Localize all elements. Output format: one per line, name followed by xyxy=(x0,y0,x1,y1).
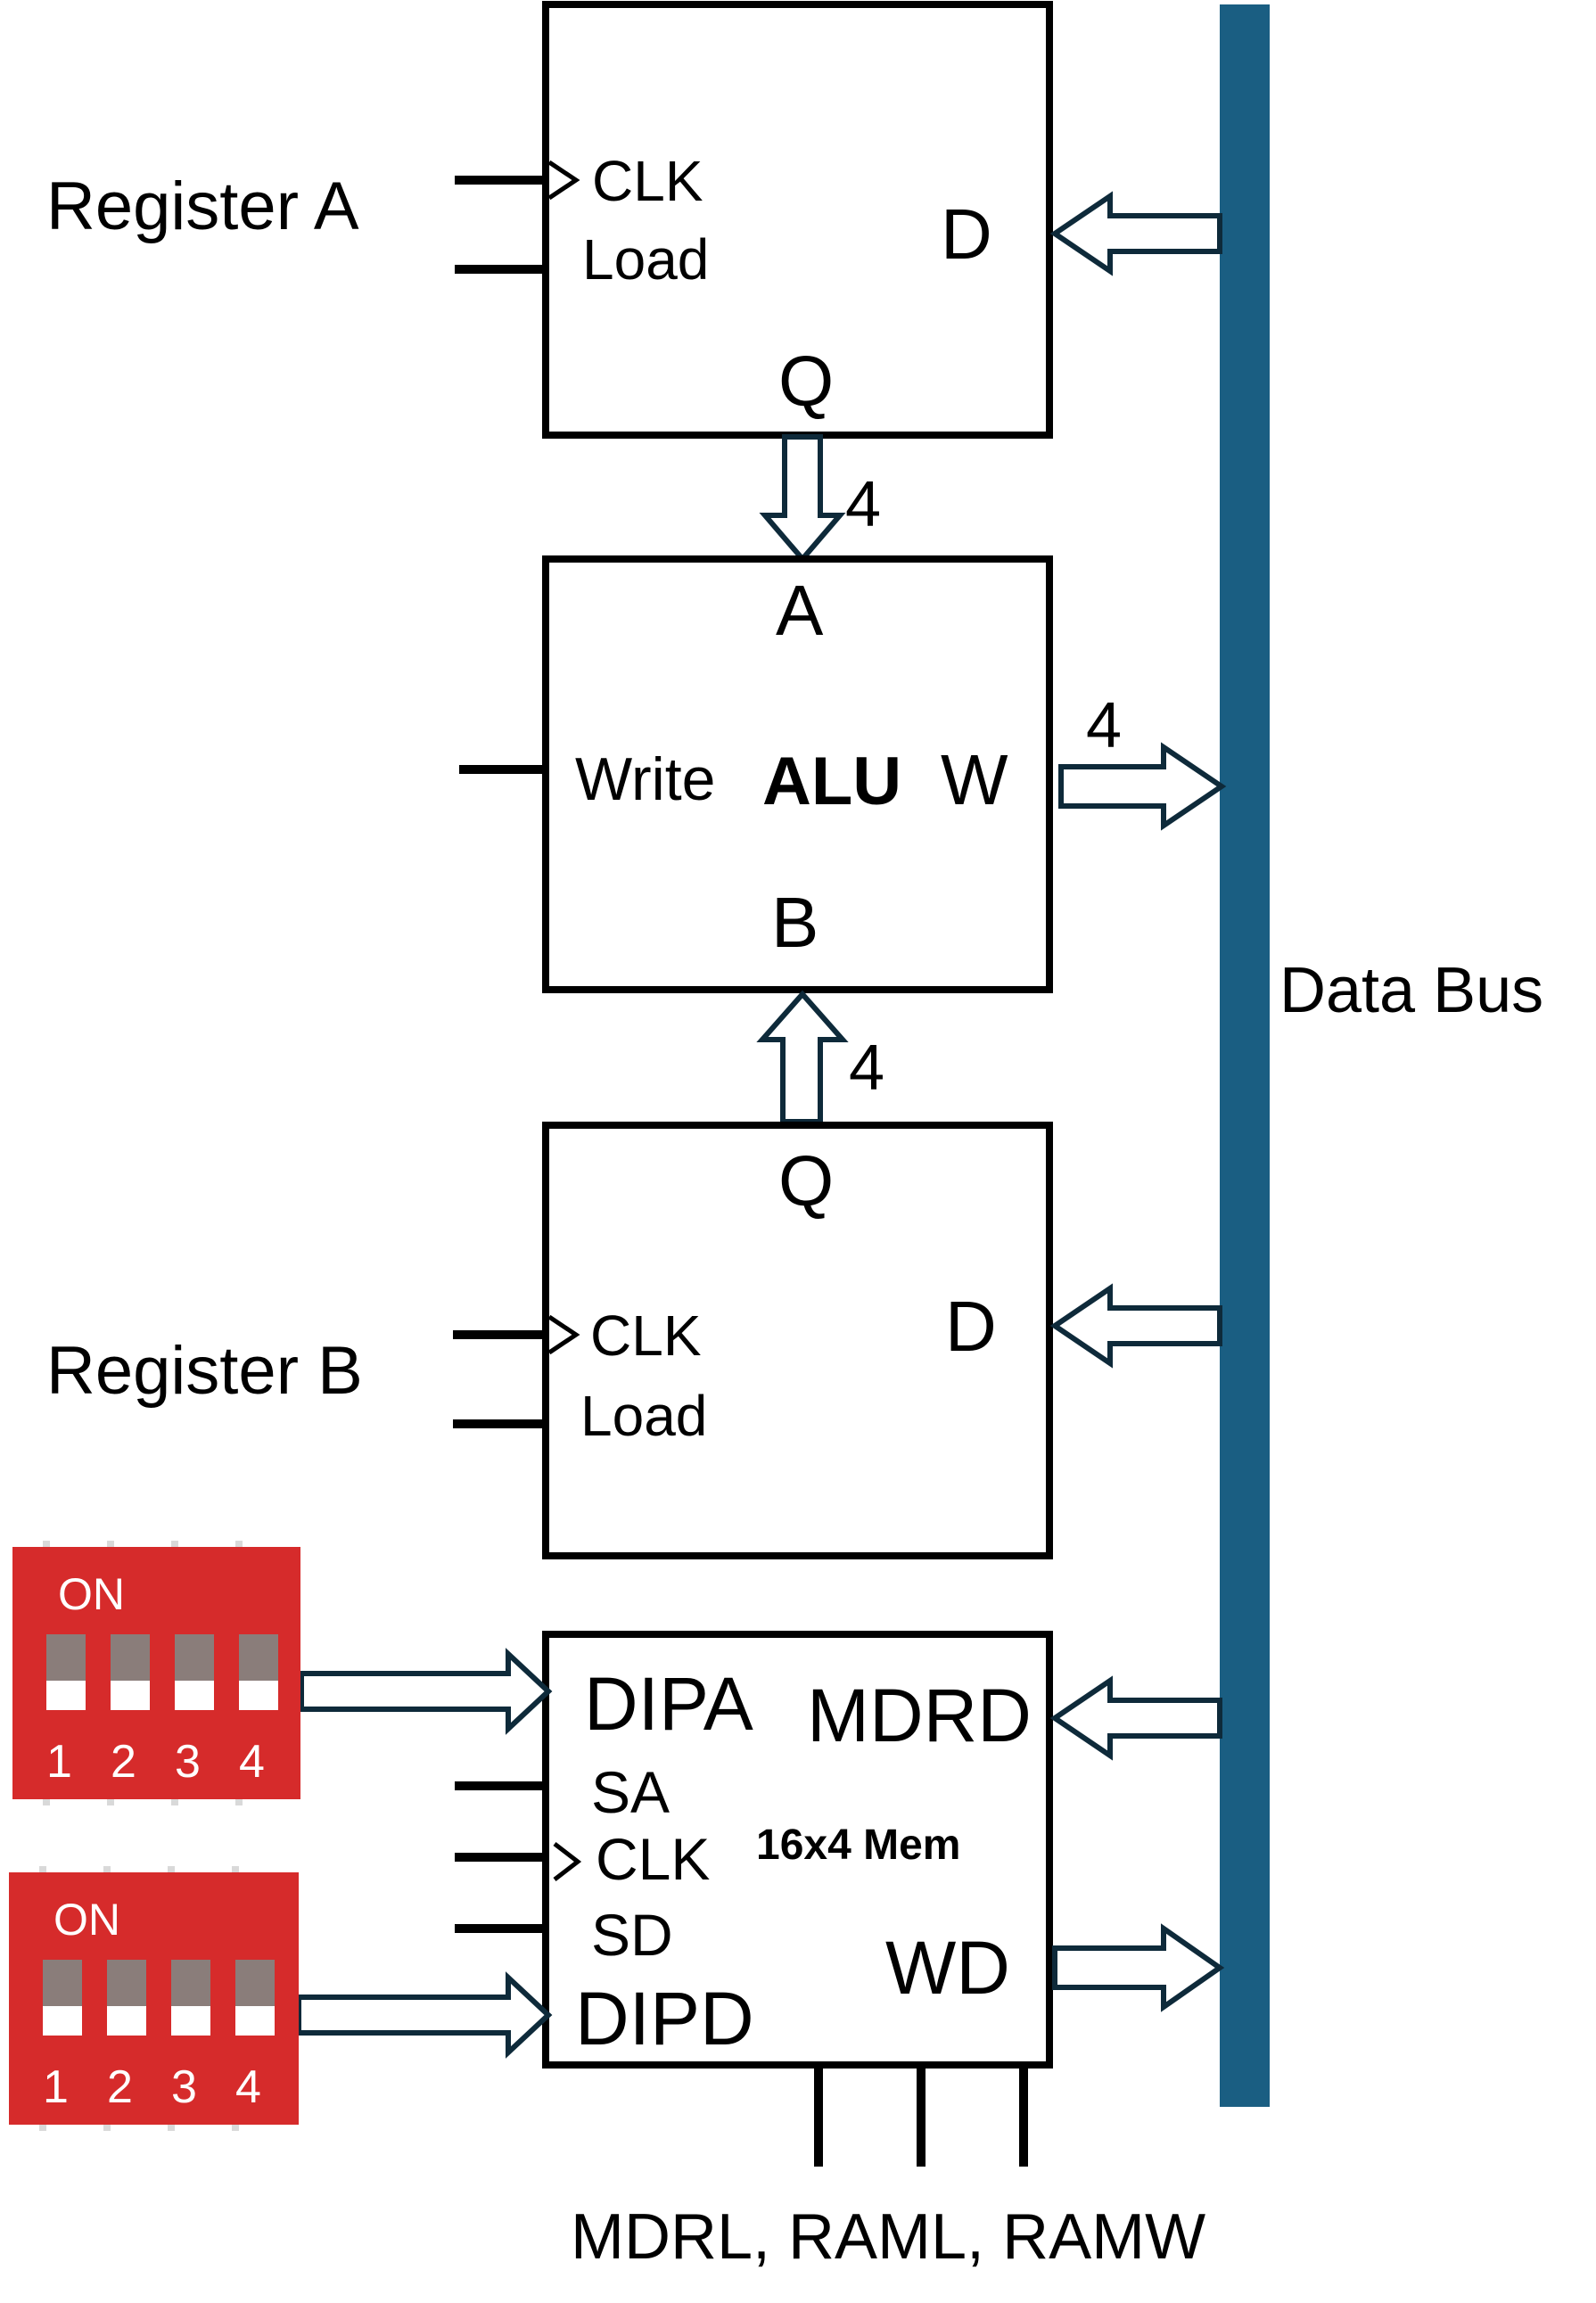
bus-to-memory-mdrd-arrow xyxy=(1049,1675,1222,1761)
dip-switch-a-pins xyxy=(43,1541,243,1805)
register-a-alu-width-label: 4 xyxy=(845,469,881,540)
register-b-box xyxy=(542,1122,1053,1559)
dip-d-knob-4 xyxy=(235,2006,275,2036)
memory-box xyxy=(542,1631,1053,2069)
alu-w-label: W xyxy=(941,740,1008,819)
register-b-d-label: D xyxy=(945,1287,997,1366)
dip-a-knob-3 xyxy=(175,1681,214,1710)
register-a-title: Register A xyxy=(46,169,359,244)
register-a-to-alu-arrow xyxy=(759,434,846,563)
memory-clk-label: CLK xyxy=(596,1826,710,1892)
memory-control-signals-label: MDRL, RAML, RAMW xyxy=(571,2201,1205,2273)
register-a-q-label: Q xyxy=(778,341,834,421)
register-b-clock-marker xyxy=(547,1314,580,1355)
alu-to-bus-arrow xyxy=(1058,742,1227,831)
memory-name-label: 16x4 Mem xyxy=(756,1822,960,1869)
dip-a-position-3: 3 xyxy=(175,1736,201,1788)
memory-mdrd-label: MDRD xyxy=(807,1674,1032,1757)
dip-a-to-memory-arrow xyxy=(299,1648,553,1735)
register-b-alu-width-label: 4 xyxy=(849,1032,884,1104)
dip-switch-a[interactable]: ON 1 2 3 4 xyxy=(12,1541,300,1805)
dip-switch-d[interactable]: ON 1 2 3 4 xyxy=(9,1866,299,2131)
dip-switch-d-on-label: ON xyxy=(53,1895,120,1945)
memory-clock-marker xyxy=(553,1842,582,1881)
dip-a-position-1: 1 xyxy=(46,1736,72,1788)
register-b-clk-label: CLK xyxy=(590,1304,702,1368)
alu-b-label: B xyxy=(771,883,819,962)
alu-write-label: Write xyxy=(575,745,715,813)
data-bus-label: Data Bus xyxy=(1279,955,1543,1026)
dip-switch-d-pins xyxy=(39,1866,239,2131)
dip-d-position-1: 1 xyxy=(43,2061,69,2113)
memory-wd-label: WD xyxy=(885,1926,1010,2010)
register-b-title: Register B xyxy=(46,1333,363,1409)
dip-a-position-2: 2 xyxy=(111,1736,136,1788)
register-a-load-label: Load xyxy=(582,227,709,292)
register-a-d-label: D xyxy=(941,194,992,274)
dip-a-position-4: 4 xyxy=(239,1736,265,1788)
register-a-clk-label: CLK xyxy=(592,149,703,213)
dip-a-knob-1 xyxy=(46,1681,86,1710)
dip-switch-a-on-label: ON xyxy=(58,1569,125,1619)
alu-bus-width-label: 4 xyxy=(1086,690,1122,761)
register-a-box xyxy=(542,1,1053,439)
memory-sd-label: SD xyxy=(591,1902,673,1968)
register-b-load-label: Load xyxy=(580,1384,707,1448)
dip-a-knob-4 xyxy=(239,1681,278,1710)
alu-name-label: ALU xyxy=(762,744,901,819)
dip-d-position-3: 3 xyxy=(171,2061,197,2113)
register-a-clock-marker xyxy=(547,160,580,201)
dip-d-to-memory-arrow xyxy=(296,1971,553,2059)
alu-box xyxy=(542,555,1053,993)
memory-dipd-label: DIPD xyxy=(575,1977,754,2060)
dip-d-knob-2 xyxy=(107,2006,146,2036)
dip-switch-a-toggles xyxy=(46,1634,278,1710)
dip-switch-d-toggles xyxy=(43,1960,275,2036)
register-b-to-alu-arrow xyxy=(756,990,849,1124)
dip-d-position-4: 4 xyxy=(235,2061,261,2113)
dip-d-knob-1 xyxy=(43,2006,82,2036)
alu-a-label: A xyxy=(776,571,824,650)
bus-to-register-b-arrow xyxy=(1049,1283,1222,1369)
memory-sa-label: SA xyxy=(591,1759,670,1825)
dip-a-knob-2 xyxy=(111,1681,150,1710)
memory-dipa-label: DIPA xyxy=(584,1662,753,1746)
memory-wd-to-bus-arrow xyxy=(1052,1923,1225,2012)
dip-d-knob-3 xyxy=(171,2006,210,2036)
bus-to-register-a-arrow xyxy=(1049,191,1222,276)
data-bus xyxy=(1220,4,1270,2107)
dip-d-position-2: 2 xyxy=(107,2061,133,2113)
register-b-q-label: Q xyxy=(778,1141,834,1221)
